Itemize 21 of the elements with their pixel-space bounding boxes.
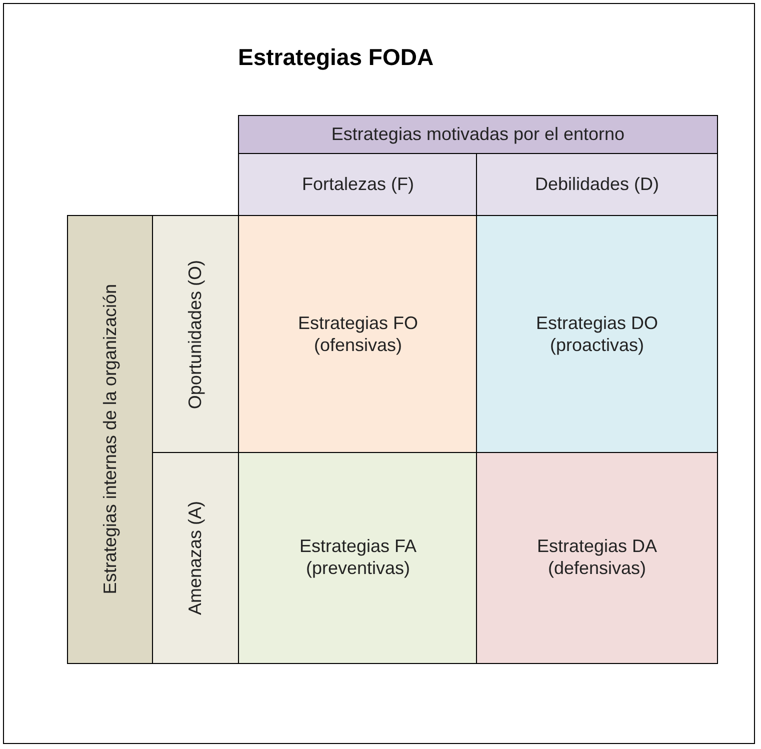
matrix-cell bbox=[238, 215, 478, 454]
side-header-cell bbox=[67, 215, 154, 664]
cell-text: Debilidades (D) bbox=[534, 174, 660, 196]
side-header-cell bbox=[152, 452, 239, 664]
matrix-cell bbox=[238, 452, 478, 664]
cell-text: Fortalezas (F) bbox=[302, 174, 414, 196]
matrix-cell bbox=[476, 215, 718, 454]
cell-text: Estrategias motivadas por el entorno bbox=[331, 124, 625, 146]
cell-text: Estrategias FO (ofensivas) bbox=[296, 312, 420, 356]
cell-text: Estrategias DO (proactivas) bbox=[534, 312, 660, 356]
side-header-cell bbox=[152, 215, 239, 454]
cell-text: Estrategias FA (preventivas) bbox=[298, 536, 418, 580]
header-cell bbox=[238, 115, 718, 155]
header-cell bbox=[476, 153, 718, 216]
matrix-cell bbox=[476, 452, 718, 664]
header-cell bbox=[238, 153, 478, 216]
title: Estrategias FODA bbox=[238, 44, 435, 71]
cell-text: Amenazas (A) bbox=[184, 500, 206, 616]
cell-text: Estrategias internas de la organización bbox=[100, 284, 121, 595]
cell-text: Estrategias DA (defensivas) bbox=[536, 536, 658, 580]
cell-text: Oportunidades (O) bbox=[184, 260, 206, 410]
